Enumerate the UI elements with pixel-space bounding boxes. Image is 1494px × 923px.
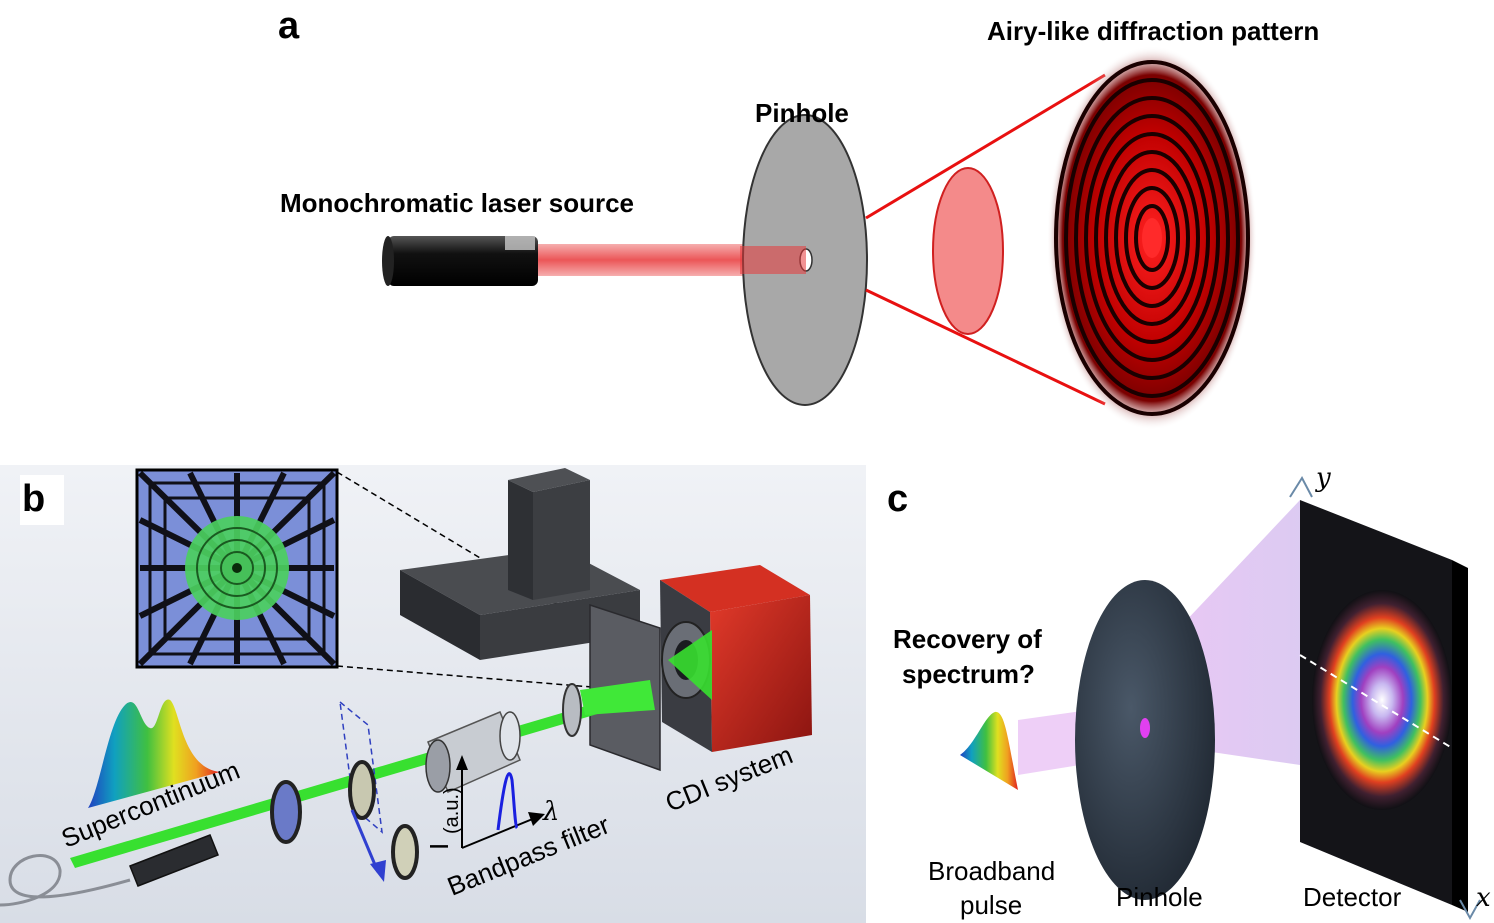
pinhole-label-a: Pinhole xyxy=(755,98,849,128)
collimator xyxy=(129,834,219,887)
broadband-label-line2: pulse xyxy=(960,890,1022,920)
panel-b-letter: b xyxy=(22,478,45,520)
intensity-unit-label: (a.u.) xyxy=(441,787,463,834)
airy-pattern-label: Airy-like diffraction pattern xyxy=(987,16,1319,46)
fiber-coil xyxy=(0,854,131,907)
filter-wheel-frame xyxy=(339,700,383,834)
pinhole-label-c: Pinhole xyxy=(1116,882,1203,912)
filter-3 xyxy=(391,824,419,880)
lens-ring xyxy=(562,683,582,737)
panel-c: c Recovery of spectrum? Broadband pulse … xyxy=(887,463,1491,921)
cone-line-bottom xyxy=(865,288,1106,406)
panel-b: b xyxy=(0,465,866,923)
green-cone-b xyxy=(580,680,655,715)
green-cone-camera xyxy=(668,630,712,700)
filter-arrow xyxy=(350,809,380,873)
objective-lens xyxy=(425,711,521,794)
wavelength-axis-label: λ xyxy=(542,797,559,827)
detector-label: Detector xyxy=(1303,882,1402,912)
supercontinuum-spectrum xyxy=(88,699,220,808)
pinhole-c xyxy=(1075,580,1215,900)
recovery-question-line2: spectrum? xyxy=(902,659,1035,689)
panel-a-letter: a xyxy=(278,5,300,47)
x-axis-label: x xyxy=(1476,883,1491,913)
y-axis-label: y xyxy=(1315,463,1331,493)
y-axis-marker xyxy=(1289,476,1313,498)
cone-line-top xyxy=(865,73,1106,220)
filter-1 xyxy=(270,780,302,844)
pinhole-a xyxy=(740,114,868,406)
star-target-inset xyxy=(135,468,339,669)
recovery-question-line1: Recovery of xyxy=(893,624,1042,654)
translation-stage xyxy=(400,468,640,660)
detector-c xyxy=(1299,500,1468,912)
laser-source xyxy=(382,236,538,286)
beam-cross-section xyxy=(932,167,1004,335)
intensity-axis-label: I xyxy=(424,843,454,850)
filter-2 xyxy=(348,760,376,820)
bandpass-plot xyxy=(456,755,545,849)
broadband-label-line1: Broadband xyxy=(928,856,1055,886)
x-axis-marker xyxy=(1459,899,1481,921)
broadband-spectrum-icon xyxy=(960,711,1018,790)
inset-guide-bottom xyxy=(336,665,629,691)
panel-a: a xyxy=(278,5,1319,430)
filter-arrow-head xyxy=(370,860,386,882)
panel-c-letter: c xyxy=(887,478,908,520)
airy-pattern xyxy=(1047,46,1257,430)
monochromatic-source-label: Monochromatic laser source xyxy=(280,188,634,218)
